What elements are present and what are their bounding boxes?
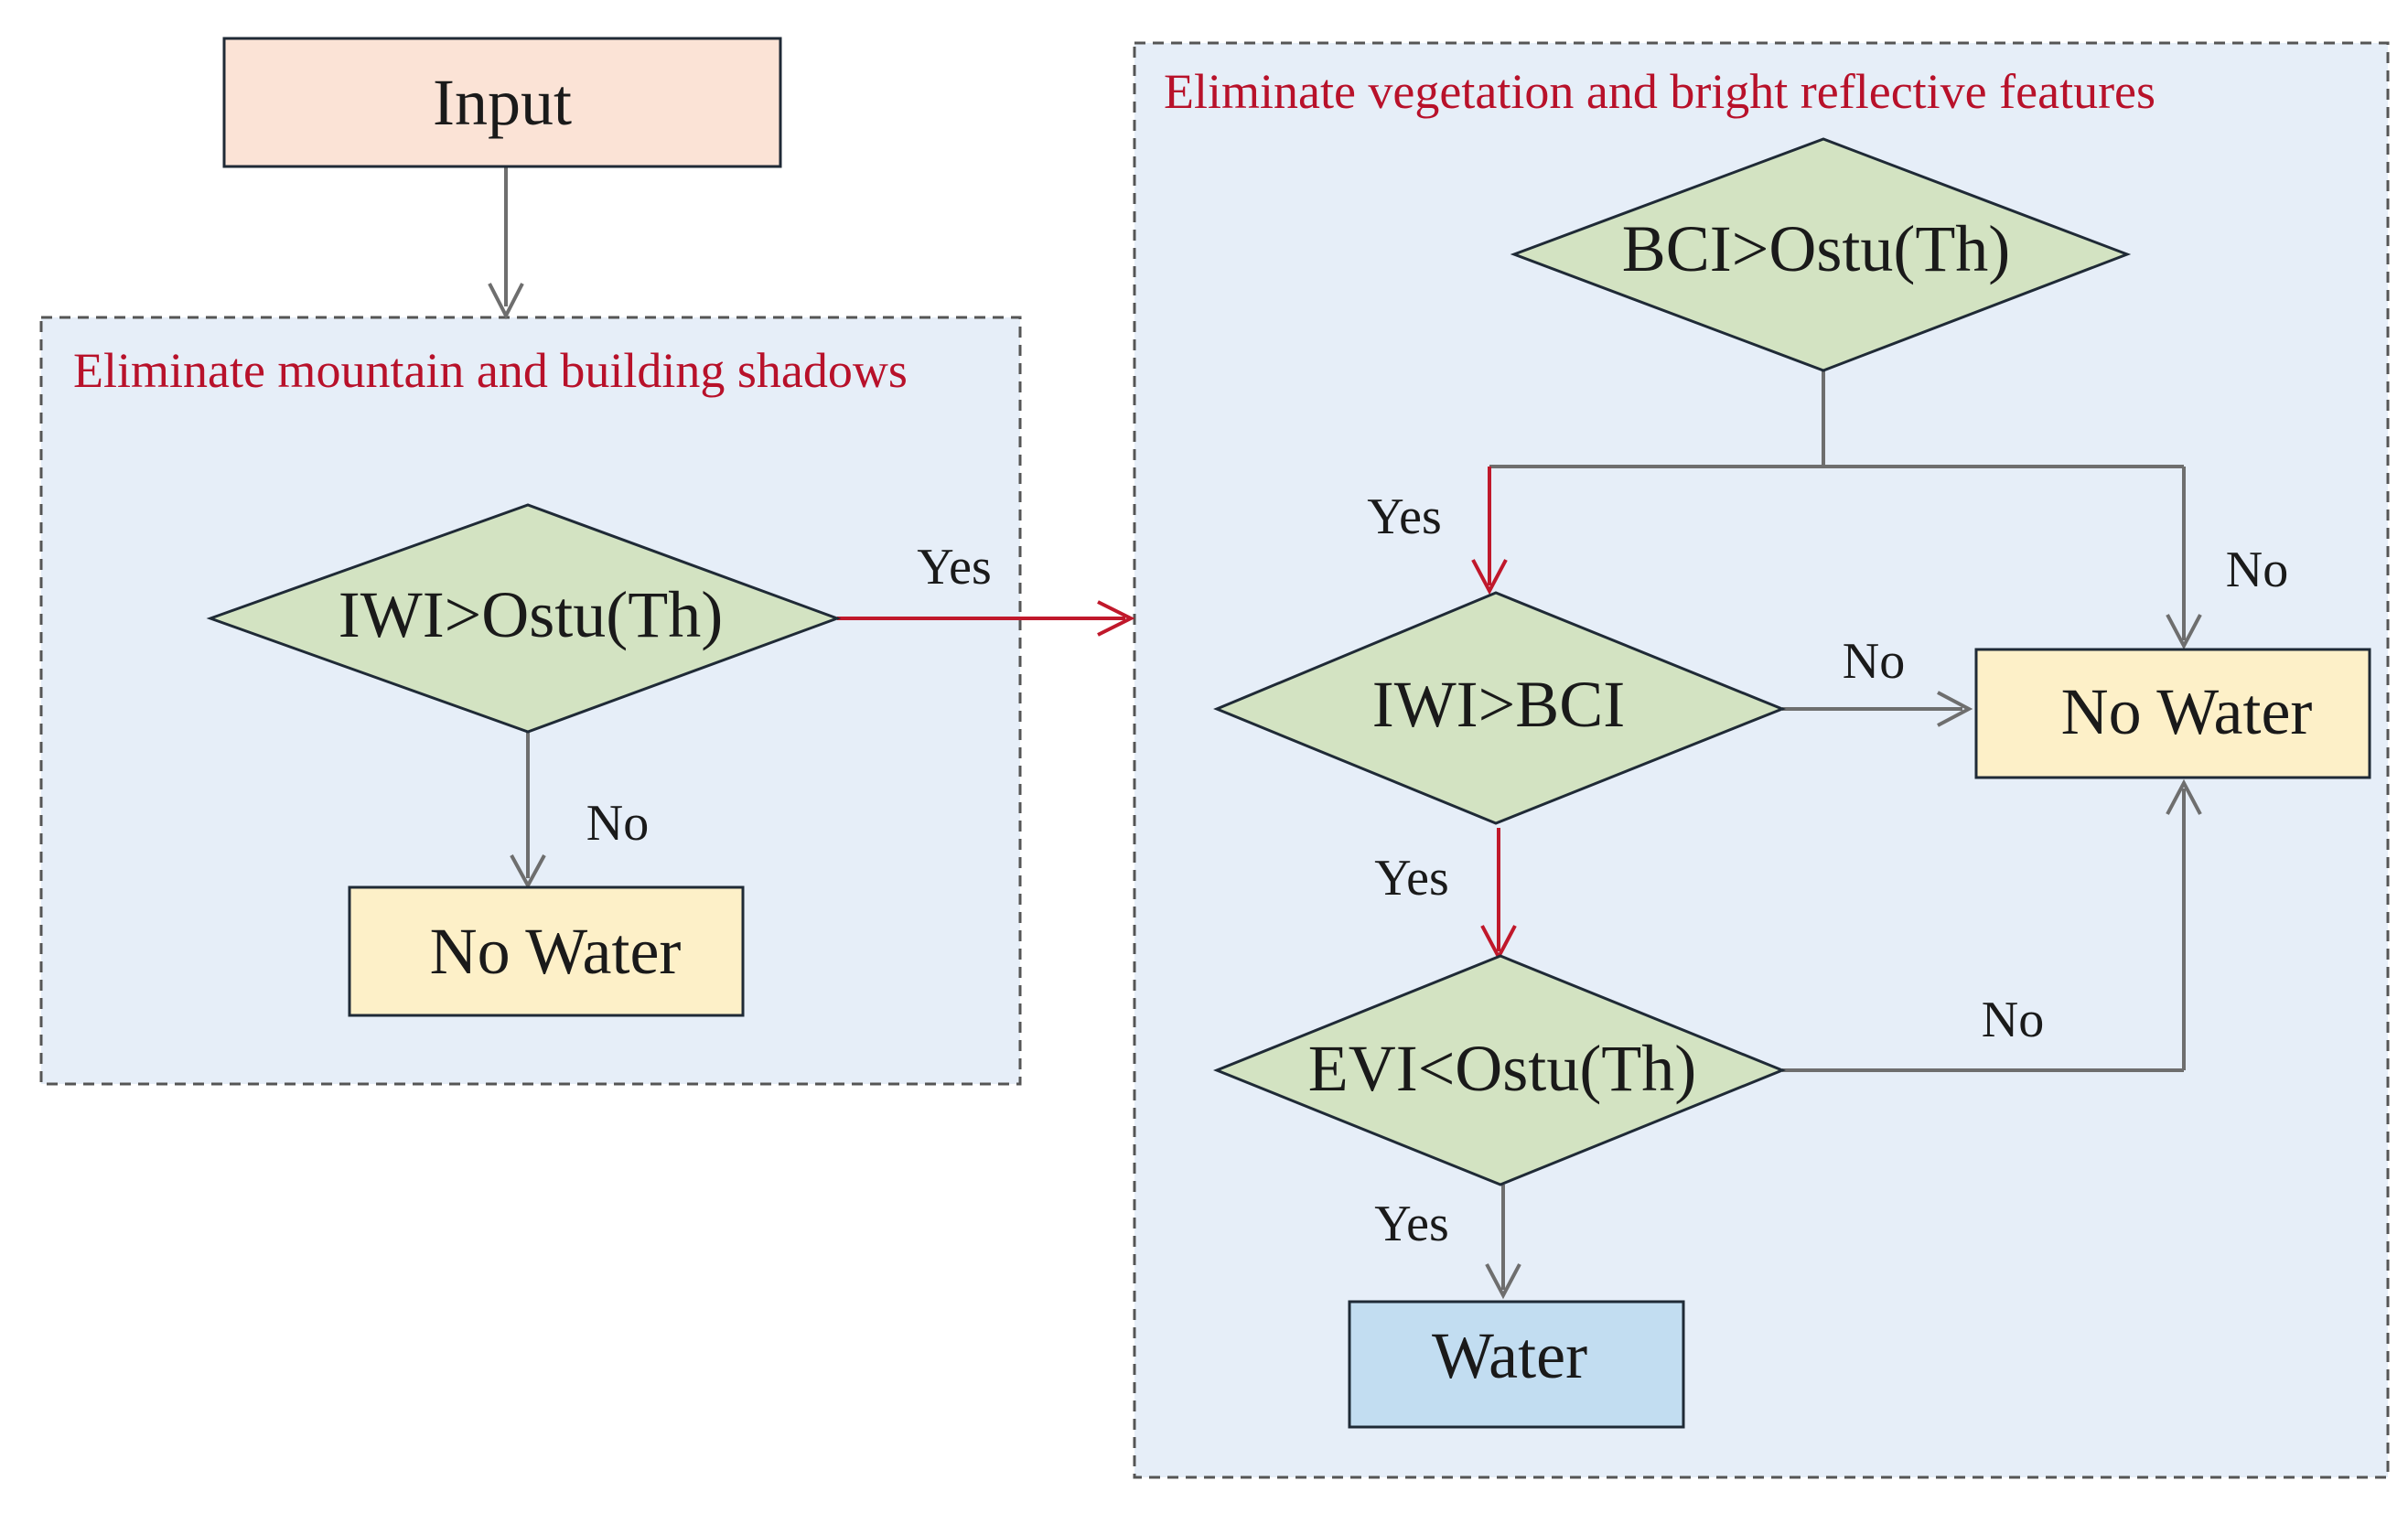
label-evi-no: No <box>1982 992 2044 1048</box>
label-evi-yes: Yes <box>1374 1196 1448 1252</box>
connector-bci-stem <box>1489 370 2184 468</box>
node-input-label: Input <box>433 66 572 139</box>
node-iwi-ostu-label: IWI>Ostu(Th) <box>339 578 723 651</box>
node-bci-ostu-decision: BCI>Ostu(Th) <box>1510 137 2132 372</box>
node-bci-ostu-label: BCI>Ostu(Th) <box>1622 212 2011 285</box>
node-iwi-ostu-decision: IWI>Ostu(Th) <box>206 503 842 734</box>
node-no-water-right-label: No Water <box>2061 675 2313 748</box>
node-evi-ostu-label: EVI<Ostu(Th) <box>1308 1032 1697 1105</box>
section-shadows-title: Eliminate mountain and building shadows <box>73 343 908 398</box>
connector-evi-no <box>1782 778 2202 1072</box>
connector-evi-yes <box>1485 1185 1521 1300</box>
edge-labels: Yes No Yes No No Yes No Yes <box>586 488 2288 1252</box>
node-no-water-left-label: No Water <box>430 915 682 988</box>
connector-iwi-ostu-no <box>510 732 546 890</box>
label-iwi-ostu-no: No <box>586 795 649 852</box>
connectors <box>488 166 2202 1300</box>
connector-input-to-shadows <box>488 166 524 320</box>
connector-bci-no <box>2166 467 2202 650</box>
node-water: Water <box>1348 1300 1685 1429</box>
label-iwi-bci-no: No <box>1843 633 1905 690</box>
label-iwi-bci-yes: Yes <box>1374 850 1448 907</box>
label-bci-no: No <box>2226 542 2288 598</box>
node-no-water-right: No Water <box>1974 648 2371 779</box>
connector-bci-yes <box>1471 467 1508 596</box>
node-no-water-left: No Water <box>348 885 745 1017</box>
node-input: Input <box>222 37 782 168</box>
node-iwi-bci-decision: IWI>BCI <box>1213 591 1787 825</box>
node-water-label: Water <box>1432 1319 1587 1392</box>
section-vegetation-title: Eliminate vegetation and bright reflecti… <box>1164 64 2155 119</box>
connector-iwi-ostu-yes <box>837 600 1135 637</box>
connector-iwi-bci-no <box>1782 691 1973 727</box>
node-evi-ostu-decision: EVI<Ostu(Th) <box>1212 954 1786 1186</box>
label-bci-yes: Yes <box>1367 488 1441 545</box>
node-iwi-bci-label: IWI>BCI <box>1372 668 1626 741</box>
label-iwi-ostu-yes: Yes <box>917 539 991 596</box>
